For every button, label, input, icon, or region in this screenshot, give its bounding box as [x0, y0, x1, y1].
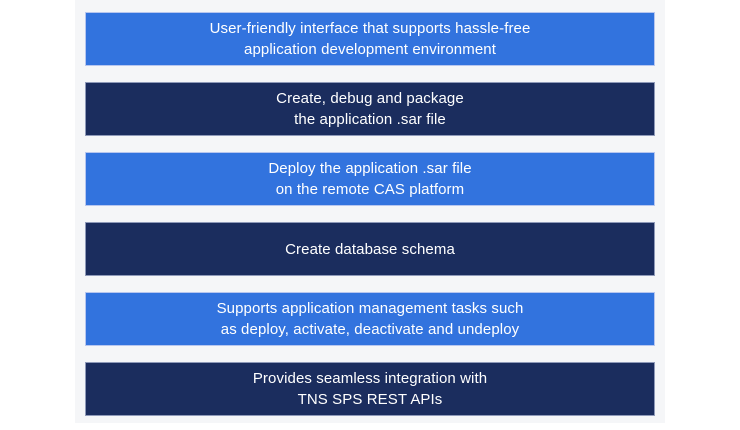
feature-bar-text: as deploy, activate, deactivate and unde…: [220, 321, 520, 338]
feature-bar-text: Create database schema: [285, 240, 455, 258]
feature-bar: Create database schema: [85, 222, 655, 276]
feature-bar-text: application development environment: [244, 41, 496, 58]
feature-bar: User-friendly interface that supports ha…: [85, 12, 655, 66]
feature-bar-text: Supports application management tasks su…: [216, 300, 524, 317]
feature-stack: User-friendly interface that supports ha…: [85, 12, 655, 416]
feature-bar-text: User-friendly interface that supports ha…: [209, 20, 531, 37]
feature-bar: Supports application management tasks su…: [85, 292, 655, 346]
feature-bar-text: the application .sar file: [294, 111, 446, 128]
feature-bar-text: Deploy the application .sar file: [268, 160, 472, 177]
feature-bar-text: Provides seamless integration with: [252, 370, 488, 387]
feature-bar-text: on the remote CAS platform: [275, 181, 465, 198]
feature-bar-text: TNS SPS REST APIs: [297, 391, 443, 408]
feature-panel: User-friendly interface that supports ha…: [75, 0, 665, 423]
feature-bar: Create, debug and package the application…: [85, 82, 655, 136]
feature-bar-text: Create, debug and package: [276, 90, 464, 107]
feature-bar: Deploy the application .sar file on the r…: [85, 152, 655, 206]
